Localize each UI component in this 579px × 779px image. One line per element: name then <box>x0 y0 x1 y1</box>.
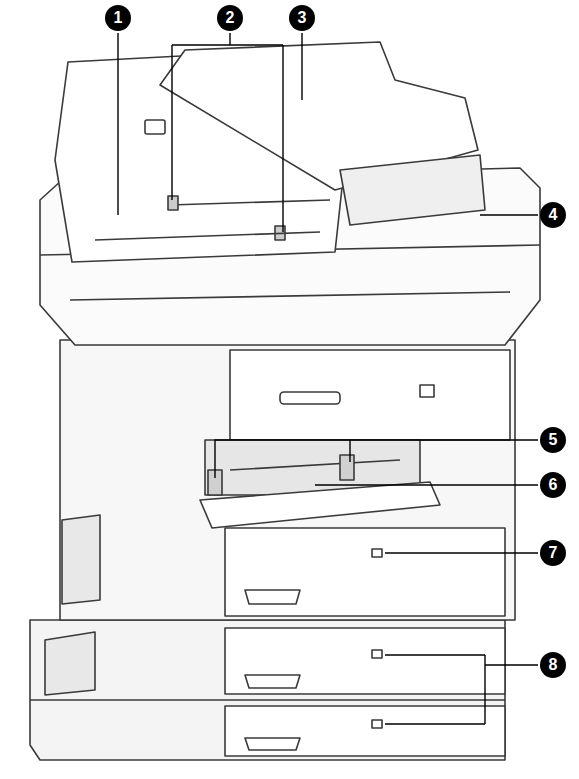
callout-number: 4 <box>540 202 566 228</box>
callout-number: 8 <box>540 652 566 678</box>
callout-number: 6 <box>540 472 566 498</box>
callout-number: 1 <box>105 5 131 31</box>
callout-number: 7 <box>540 540 566 566</box>
callout-number: 3 <box>289 5 315 31</box>
callout-number: 2 <box>217 5 243 31</box>
callout-number: 5 <box>540 427 566 453</box>
